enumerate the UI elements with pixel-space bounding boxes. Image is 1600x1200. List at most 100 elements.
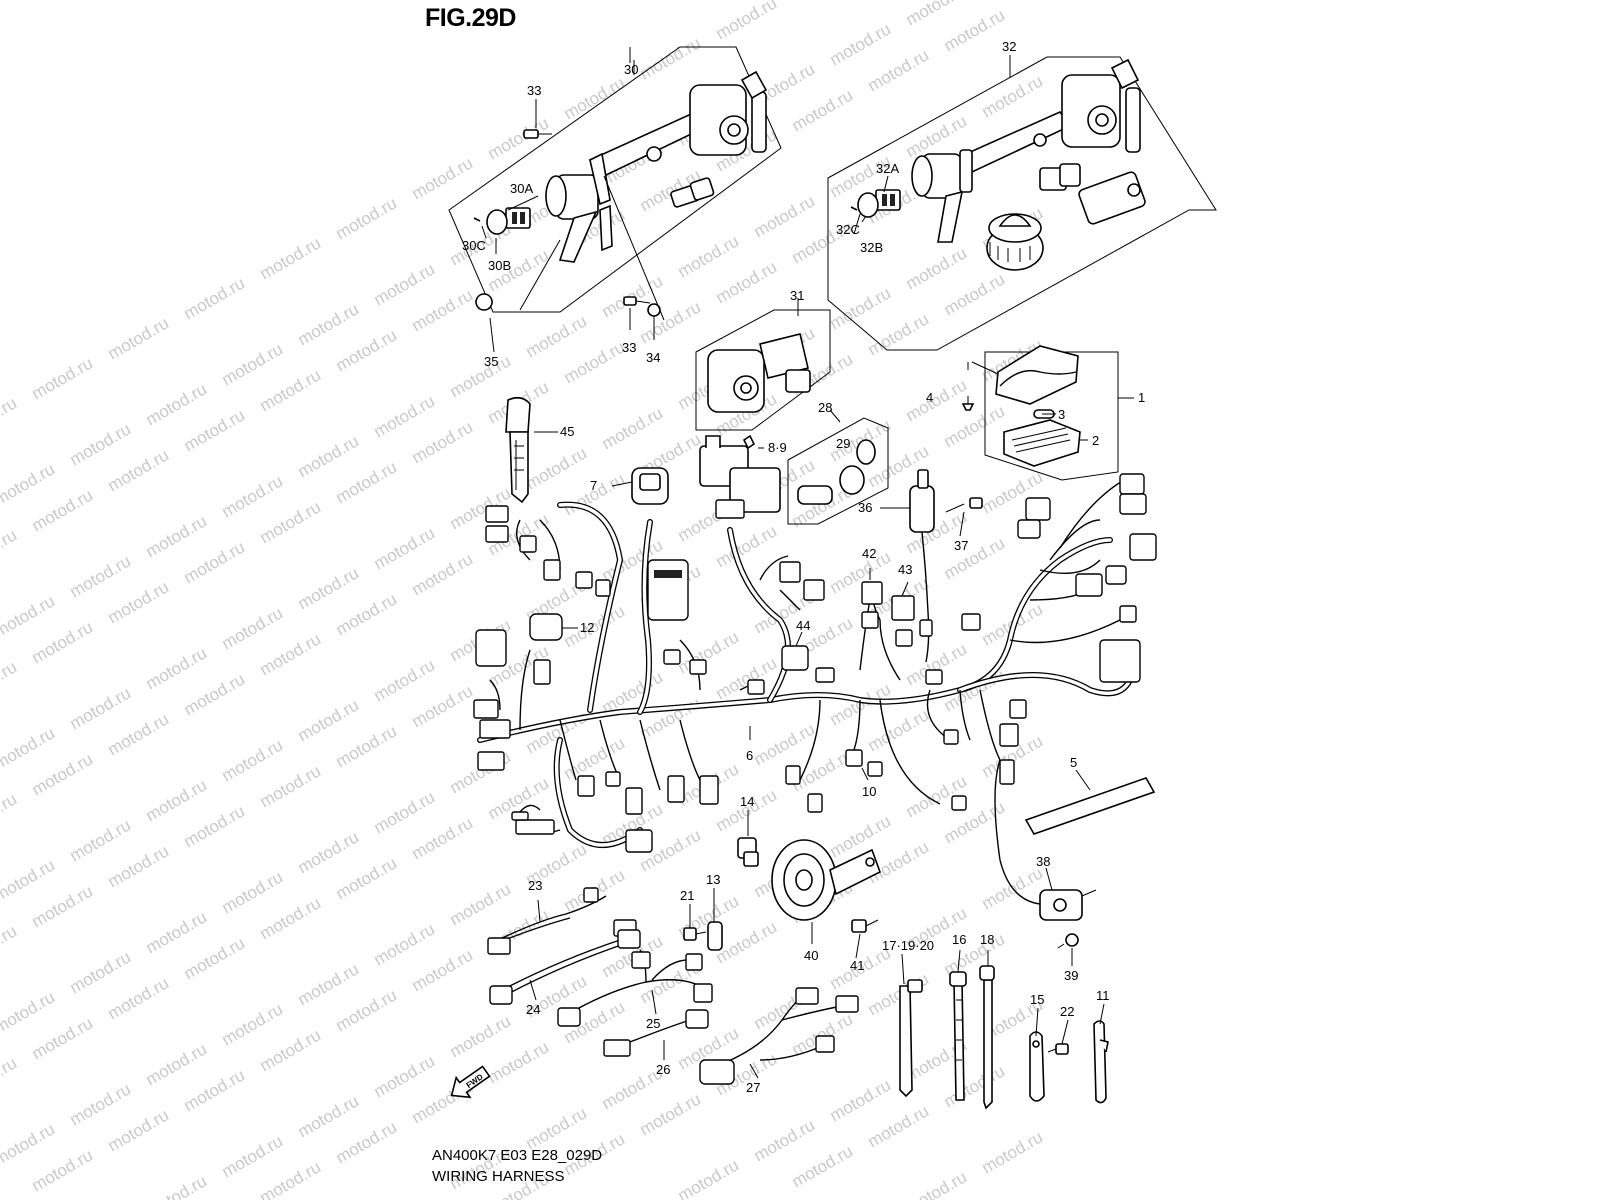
watermark-text: motod.ru [903,1167,971,1200]
kit-31-outline [695,309,831,431]
watermark-text: motod.ru [257,1157,325,1200]
watermark-text: motod.ru [447,1011,515,1061]
callout: 4 [926,390,933,405]
horn-40 [771,839,881,921]
watermark-text: motod.ru [295,695,363,745]
callout: 21 [680,888,694,903]
watermark-text: motod.ru [903,243,971,293]
watermark-text: motod.ru [941,401,1009,451]
watermark-text: motod.ru [371,259,439,309]
watermark-text: motod.ru [561,337,629,387]
watermark-text: motod.ru [941,5,1009,55]
watermark-text: motod.ru [637,1089,705,1139]
watermark-text: motod.ru [143,907,211,957]
watermark-text: motod.ru [257,497,325,547]
watermark-text: motod.ru [295,563,363,613]
callout: 8·9 [768,440,787,455]
watermark-text: motod.ru [143,775,211,825]
watermark-text: motod.ru [0,1053,20,1103]
watermark-text: motod.ru [523,311,591,361]
steering-lock-body [545,70,768,263]
watermark-text: motod.ru [0,921,20,971]
callout: 1 [1138,390,1145,405]
sub-harness-24 [489,929,641,1005]
callout: 10 [862,784,876,799]
screw-33-bottom [623,296,651,306]
watermark-text: motod.ru [105,973,173,1023]
watermark-text: motod.ru [67,947,135,997]
bracket-13 [707,921,723,951]
callout: 30 [624,62,638,77]
watermark-text: motod.ru [751,1115,819,1165]
watermark-text: motod.ru [675,627,743,677]
watermark-text: motod.ru [105,577,173,627]
watermark-text: motod.ru [409,681,477,731]
callout: 41 [850,958,864,973]
watermark-text: motod.ru [333,325,401,375]
watermark-text: motod.ru [295,827,363,877]
watermark-text: motod.ru [67,815,135,865]
kit-box-28 [787,409,889,525]
watermark-text: motod.ru [105,841,173,891]
watermark-text: motod.ru [409,549,477,599]
callout: 42 [862,546,876,561]
hatch-1 [995,345,1079,405]
watermark-text: motod.ru [0,1119,58,1169]
fuel-cap [986,213,1044,271]
callout: 30C [462,238,486,253]
watermark-text: motod.ru [181,1065,249,1115]
callout: 2 [1092,433,1099,448]
callout: 6 [746,748,753,763]
watermark-text: motod.ru [0,591,58,641]
watermark-text: motod.ru [903,0,971,29]
switch-36 [909,469,935,663]
watermark-text: motod.ru [257,365,325,415]
watermark-text: motod.ru [0,789,20,839]
clip-35 [475,293,493,311]
callout: 12 [580,620,594,635]
watermark-text: motod.ru [105,1105,173,1155]
tie-16 [949,971,967,1101]
watermark-text: motod.ru [447,879,515,929]
clamp-11 [1093,1020,1109,1104]
watermark-text: motod.ru [789,1141,857,1191]
callout: 13 [706,872,720,887]
watermark-text: motod.ru [865,1101,933,1151]
watermark-text: motod.ru [29,749,97,799]
watermark-text: motod.ru [181,669,249,719]
callout: 34 [646,350,660,365]
watermark-text: motod.ru [865,45,933,95]
watermark-text: motod.ru [143,643,211,693]
kit-box-32 [827,55,1217,351]
watermark-text: motod.ru [0,987,58,1037]
screw-4 [961,362,975,411]
meter-connector-7 [631,467,669,505]
watermark-text: motod.ru [0,525,20,575]
watermark-text: motod.ru [219,339,287,389]
tie-18 [979,965,995,1110]
bolt-21 [683,927,707,941]
watermark-text: motod.ru [827,1075,895,1125]
watermark-text: motod.ru [865,969,933,1019]
watermark-text: motod.ru [371,391,439,441]
relay-29 [839,465,865,495]
watermark-text: motod.ru [333,589,401,639]
watermark-text: motod.ru [485,113,553,163]
watermark-text: motod.ru [713,0,781,43]
watermark-text: motod.ru [295,431,363,481]
switch-contact-32a [875,189,901,211]
fuse-box [699,434,781,519]
watermark-text: motod.ru [295,1091,363,1141]
plate-30b [486,209,508,235]
callout: 26 [656,1062,670,1077]
sub-harness-26 [603,1009,709,1057]
kit-box-1 [961,345,1134,481]
callout: 16 [952,932,966,947]
watermark-text: motod.ru [143,1039,211,1089]
watermark-text: motod.ru [181,933,249,983]
watermark-text: motod.ru [333,985,401,1035]
cover-2 [1003,419,1081,467]
watermark-text: motod.ru [485,1037,553,1087]
screw-39 [1057,933,1079,949]
callout: 33 [527,83,541,98]
